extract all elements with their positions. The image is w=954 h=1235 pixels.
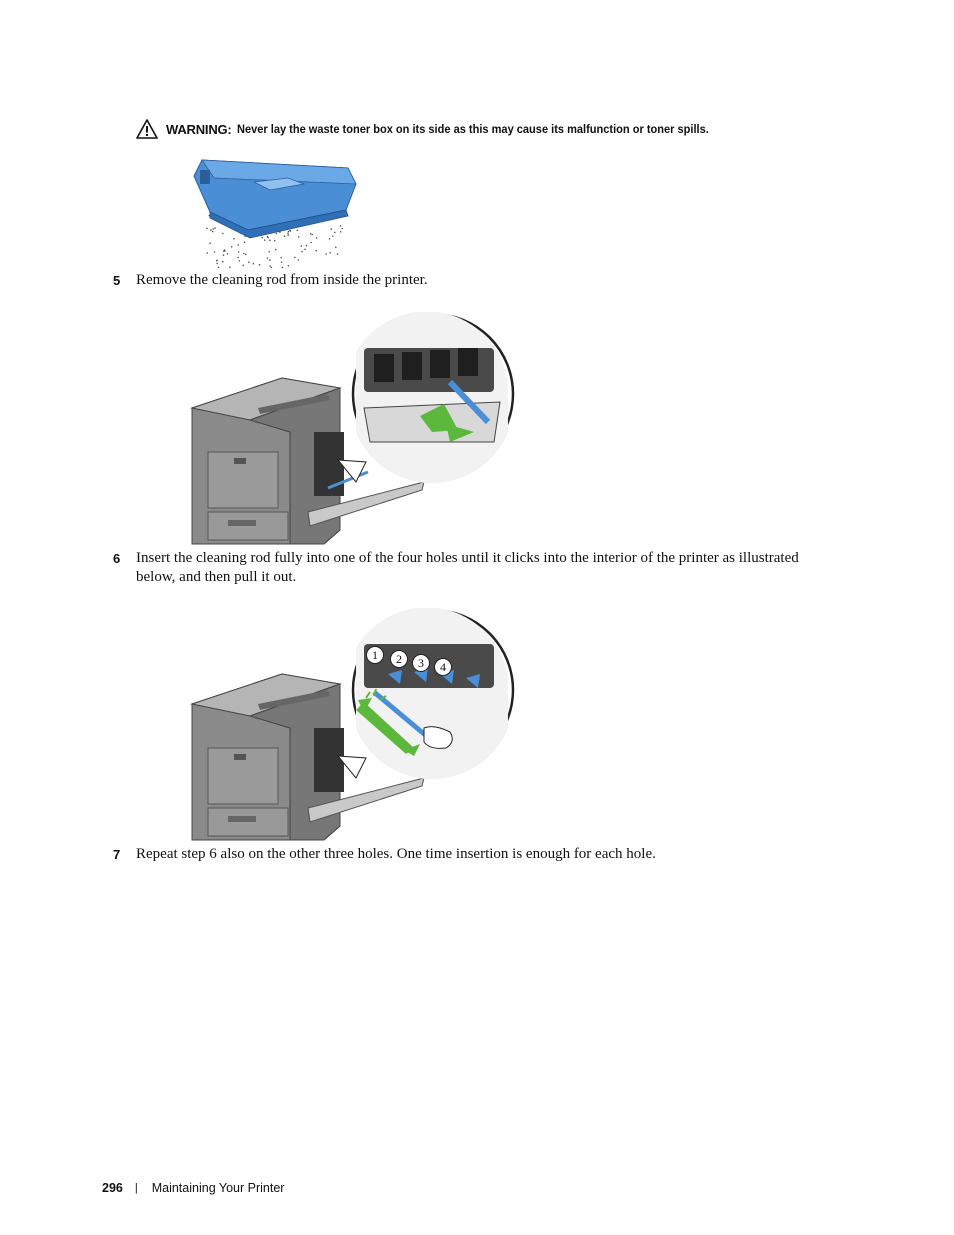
toner-dust-dot xyxy=(309,232,312,235)
toner-dust-dot xyxy=(287,234,289,236)
toner-dust-dot xyxy=(315,249,317,252)
toner-dust-dot xyxy=(289,229,291,232)
toner-dust-dot xyxy=(335,246,337,249)
toner-dust-dot xyxy=(304,248,306,251)
toner-dust-dot xyxy=(242,264,245,267)
toner-dust-dot xyxy=(334,231,336,234)
toner-dust-dot xyxy=(261,236,264,239)
toner-dust-dot xyxy=(237,244,239,246)
toner-dust-dot xyxy=(325,253,327,255)
toner-dust-dot xyxy=(258,263,261,266)
toner-dust-dot xyxy=(329,252,331,254)
toner-dust-dot xyxy=(217,266,220,269)
toner-dust-dot xyxy=(275,232,278,235)
toner-dust-dot xyxy=(287,232,289,235)
footer-separator: | xyxy=(134,1182,138,1194)
warning-label: WARNING: xyxy=(166,121,232,137)
toner-dust-dot xyxy=(266,235,269,238)
toner-dust-dot xyxy=(305,244,308,247)
toner-dust-dot xyxy=(269,239,271,242)
toner-dust-dot xyxy=(238,260,241,262)
toner-dust-dot xyxy=(315,237,318,239)
toner-dust-dot xyxy=(339,225,342,227)
toner-dust-dot xyxy=(332,235,334,237)
insert-cleaning-rod-illustration: 1 2 3 4 xyxy=(188,607,518,844)
toner-dust-dot xyxy=(212,228,214,230)
step-text: Repeat step 6 also on the other three ho… xyxy=(136,846,656,862)
toner-dust-dot xyxy=(328,238,331,240)
toner-dust-dot xyxy=(209,242,211,244)
step-text: Insert the cleaning rod fully into one o… xyxy=(136,550,799,585)
toner-dust-dot xyxy=(230,246,233,248)
toner-dust-dot xyxy=(243,241,246,244)
toner-dust-dot xyxy=(206,227,208,230)
toner-dust-dot xyxy=(336,253,339,255)
toner-dust-dot xyxy=(310,241,312,244)
callout-3: 3 xyxy=(412,654,430,672)
footer-section: Maintaining Your Printer xyxy=(151,1181,285,1195)
callout-1: 1 xyxy=(366,646,384,664)
toner-dust-dot xyxy=(223,249,226,251)
toner-dust-dot xyxy=(206,252,208,254)
step-text: Remove the cleaning rod from inside the … xyxy=(136,272,428,288)
waste-toner-box-illustration xyxy=(188,154,363,272)
toner-dust-dot xyxy=(273,240,276,242)
toner-dust-dot xyxy=(222,254,225,256)
toner-dust-dot xyxy=(268,251,270,253)
toner-dust-dot xyxy=(269,265,271,267)
callout-4: 4 xyxy=(434,658,452,676)
warning-row: WARNING: Never lay the waste toner box o… xyxy=(136,118,749,140)
step-number: 7 xyxy=(113,847,121,862)
toner-dust-dot xyxy=(301,250,303,253)
toner-dust-dot xyxy=(237,251,240,253)
warning-text: Never lay the waste toner box on its sid… xyxy=(236,122,709,136)
remove-cleaning-rod-illustration xyxy=(188,311,518,548)
toner-dust-dot xyxy=(248,261,250,264)
toner-dust-dot xyxy=(294,256,296,259)
toner-dust-dot xyxy=(281,266,284,269)
step-number: 5 xyxy=(113,273,121,288)
toner-dust-dot xyxy=(214,227,216,229)
toner-dust-dot xyxy=(311,233,313,236)
toner-dust-dot xyxy=(297,236,300,238)
toner-dust-dot xyxy=(229,266,231,268)
toner-dust-dot xyxy=(339,231,342,233)
toner-dust-dot xyxy=(297,259,300,261)
toner-dust-dot xyxy=(280,261,283,263)
toner-dust-dot xyxy=(274,248,277,251)
step-number: 6 xyxy=(113,551,121,566)
toner-dust-dot xyxy=(210,229,212,231)
toner-dust-dot xyxy=(296,229,299,232)
toner-dust-dot xyxy=(287,265,290,267)
toner-dust-dot xyxy=(330,228,332,230)
page-footer: 296 | Maintaining Your Printer xyxy=(102,1181,284,1195)
toner-dust-dot xyxy=(211,230,214,233)
toner-dust-dot xyxy=(222,232,224,235)
toner-dust-dot xyxy=(213,251,216,253)
toner-dust-dot xyxy=(283,235,286,237)
warning-triangle-icon xyxy=(136,119,158,139)
callout-list: 1 2 3 4 xyxy=(366,646,466,676)
toner-dust-dot xyxy=(280,256,282,259)
toner-dust-dot xyxy=(269,259,271,261)
toner-dust-dot xyxy=(300,245,303,247)
toner-dust-dot xyxy=(216,262,218,265)
toner-dust-dot xyxy=(226,253,229,255)
toner-dust-dot xyxy=(252,262,255,265)
toner-dust-dot xyxy=(222,260,224,263)
toner-dust-dot xyxy=(263,239,266,241)
toner-dust-dot xyxy=(237,256,239,259)
toner-dust-dot xyxy=(270,266,273,269)
toner-dust-dot xyxy=(287,230,290,233)
toner-dust-dot xyxy=(233,237,235,240)
toner-dust-dot xyxy=(266,257,269,259)
callout-2: 2 xyxy=(390,650,408,668)
page-number: 296 xyxy=(102,1181,123,1195)
toner-dust-dot xyxy=(216,259,218,262)
toner-dust-dot xyxy=(245,253,247,256)
toner-dust-dot xyxy=(243,252,245,255)
toner-dust-dot xyxy=(341,227,343,230)
